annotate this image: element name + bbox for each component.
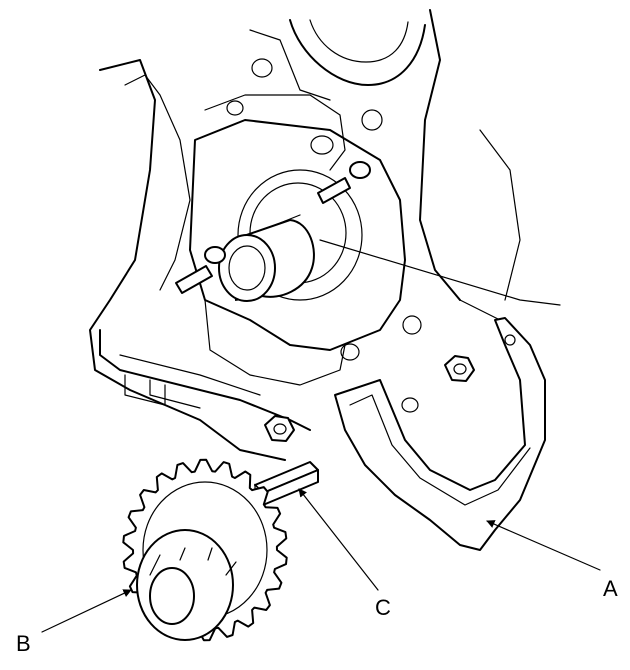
- part-a-cover-bracket: [334, 317, 546, 551]
- callout-a: A: [603, 576, 618, 601]
- leader-c: [298, 488, 379, 591]
- leader-a: [486, 520, 601, 571]
- part-b-sprocket: [122, 458, 288, 642]
- callout-c: C: [375, 595, 391, 620]
- crankshaft-snout: [218, 169, 363, 302]
- engine-block: [89, 9, 561, 461]
- leader-b: [41, 589, 132, 633]
- nuts: [264, 355, 475, 442]
- studs: [175, 161, 371, 294]
- callout-b: B: [16, 631, 31, 656]
